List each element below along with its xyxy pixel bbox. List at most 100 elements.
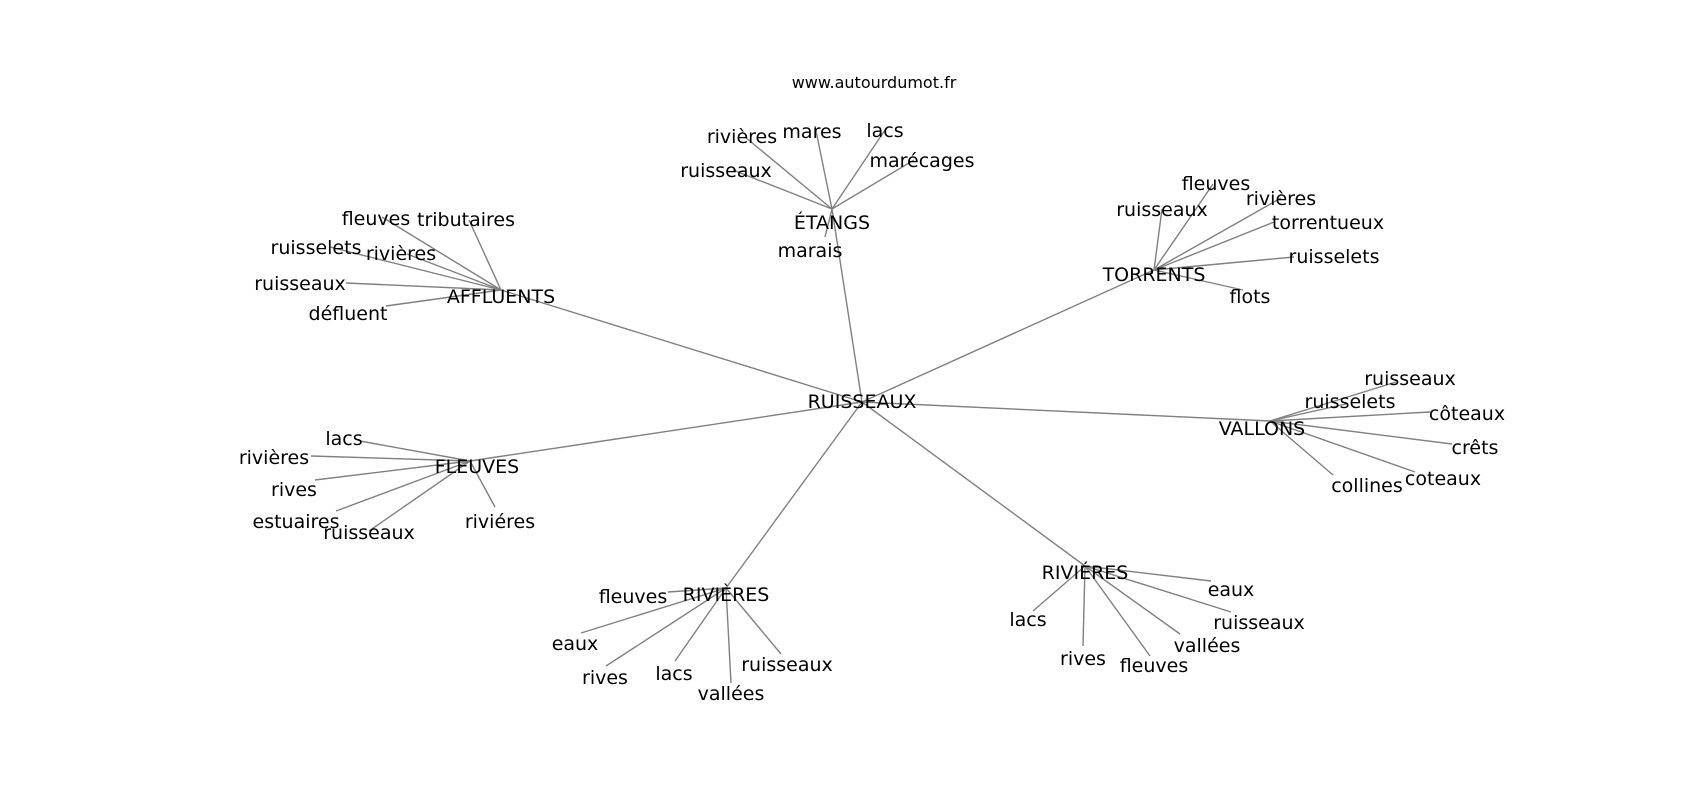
edge-hub-to-leaf xyxy=(1153,256,1295,271)
leaf-node: rivières xyxy=(366,243,436,265)
hub-node: TORRENTS xyxy=(1102,264,1206,286)
graph-edges xyxy=(310,125,1453,684)
leaf-node: ruisselets xyxy=(1289,246,1380,268)
leaf-node: rivières xyxy=(239,447,309,469)
edge-hub-to-leaf xyxy=(605,587,727,667)
hub-node: AFFLUENTS xyxy=(447,286,555,308)
edge-hub-to-leaf xyxy=(1269,420,1416,473)
leaf-node: collines xyxy=(1331,475,1403,497)
leaf-node: ruisseaux xyxy=(254,273,346,295)
graph-labels: www.autourdumot.fr RUISSEAUX ÉTANGS riviè… xyxy=(239,73,1505,705)
leaf-node: lacs xyxy=(655,663,692,685)
edge-hub-to-leaf xyxy=(1269,411,1431,422)
leaf-node: défluent xyxy=(309,303,388,325)
leaf-node: eaux xyxy=(1208,579,1255,601)
edge-hub-to-leaf xyxy=(824,208,833,238)
edge-hub-to-leaf xyxy=(310,455,471,462)
leaf-node: vallées xyxy=(698,683,765,705)
edge-hub-to-leaf xyxy=(381,216,502,291)
edge-hub-to-leaf xyxy=(1153,221,1275,271)
edge-hub-to-leaf xyxy=(831,159,915,210)
leaf-node: ruisseaux xyxy=(323,522,415,544)
leaf-node: côteaux xyxy=(1429,403,1505,425)
leaf-node: estuaires xyxy=(253,511,340,533)
edge-hub-to-leaf xyxy=(1153,197,1282,271)
leaf-node: marécages xyxy=(870,150,975,172)
leaf-node: marais xyxy=(778,240,843,262)
hub-node: ÉTANGS xyxy=(794,211,870,234)
edge-hub-to-leaf xyxy=(1084,565,1212,582)
edge-hub-to-leaf xyxy=(674,587,727,662)
leaf-node: rivières xyxy=(707,126,777,148)
edge-center-to-hub xyxy=(861,269,1155,403)
edge-hub-to-leaf xyxy=(314,460,471,481)
leaf-node: ruisselets xyxy=(271,237,362,259)
edge-hub-to-leaf xyxy=(385,289,502,307)
edge-center-to-hub xyxy=(831,208,863,403)
leaf-node: lacs xyxy=(1009,609,1046,631)
edge-hub-to-leaf xyxy=(1269,420,1453,445)
edge-hub-to-leaf xyxy=(744,136,833,210)
edge-hub-to-leaf xyxy=(1269,420,1334,476)
leaf-node: flots xyxy=(1230,286,1271,308)
edge-center-to-hub xyxy=(861,401,1271,422)
source-url: www.autourdumot.fr xyxy=(792,73,957,92)
hub-node: RIVIÈRES xyxy=(683,583,770,606)
leaf-node: lacs xyxy=(866,120,903,142)
hub-node: RIVIÉRES xyxy=(1042,561,1129,584)
leaf-node: ruisseaux xyxy=(1213,612,1305,634)
edge-hub-to-leaf xyxy=(1082,565,1086,647)
edge-hub-to-leaf xyxy=(667,587,727,593)
leaf-node: coteaux xyxy=(1405,468,1481,490)
edge-hub-to-leaf xyxy=(1084,565,1181,635)
leaf-node: rives xyxy=(582,667,628,689)
edge-hub-to-leaf xyxy=(359,440,471,462)
edge-hub-to-leaf xyxy=(468,219,502,291)
edge-hub-to-leaf xyxy=(469,460,496,508)
edge-hub-to-leaf xyxy=(1084,565,1151,657)
edge-hub-to-leaf xyxy=(732,169,833,210)
leaf-node: riviéres xyxy=(465,511,535,533)
leaf-node: ruisseaux xyxy=(680,160,772,182)
edge-hub-to-leaf xyxy=(725,587,782,655)
hub-node: VALLONS xyxy=(1219,418,1306,440)
edge-hub-to-leaf xyxy=(580,587,727,634)
leaf-node: fleuves xyxy=(342,208,411,230)
leaf-node: ruisseaux xyxy=(741,654,833,676)
leaf-node: fleuves xyxy=(1120,655,1189,677)
edge-hub-to-leaf xyxy=(368,460,471,532)
edge-hub-to-leaf xyxy=(406,253,502,291)
leaf-node: fleuves xyxy=(599,586,668,608)
edge-center-to-hub xyxy=(469,401,863,462)
center-node: RUISSEAUX xyxy=(808,391,917,413)
edge-hub-to-leaf xyxy=(335,460,471,512)
leaf-node: eaux xyxy=(552,633,599,655)
edge-center-to-hub xyxy=(725,401,863,589)
leaf-node: rivières xyxy=(1246,188,1316,210)
edge-hub-to-leaf xyxy=(329,246,502,291)
edge-center-to-hub xyxy=(861,401,1086,567)
hub-node: FLEUVES xyxy=(435,456,520,478)
leaf-node: ruisseaux xyxy=(1364,368,1456,390)
edge-hub-to-leaf xyxy=(345,282,502,291)
leaf-node: mares xyxy=(782,121,841,143)
edge-hub-to-leaf xyxy=(1084,565,1232,613)
leaf-node: crêts xyxy=(1452,437,1499,459)
leaf-node: ruisselets xyxy=(1305,391,1396,413)
edge-hub-to-leaf xyxy=(1269,403,1347,422)
leaf-node: tributaires xyxy=(417,209,515,231)
leaf-node: rives xyxy=(1060,648,1106,670)
leaf-node: lacs xyxy=(325,428,362,450)
edge-center-to-hub xyxy=(500,289,863,403)
edge-hub-to-leaf xyxy=(1153,208,1163,271)
edge-hub-to-leaf xyxy=(1153,269,1244,291)
edge-hub-to-leaf xyxy=(814,125,833,210)
edge-hub-to-leaf xyxy=(1269,381,1397,422)
leaf-node: vallées xyxy=(1174,635,1241,657)
edge-hub-to-leaf xyxy=(1032,565,1086,612)
leaf-node: torrentueux xyxy=(1272,212,1384,234)
leaf-node: ruisseaux xyxy=(1116,199,1208,221)
leaf-node: fleuves xyxy=(1182,173,1251,195)
leaf-node: rives xyxy=(271,479,317,501)
